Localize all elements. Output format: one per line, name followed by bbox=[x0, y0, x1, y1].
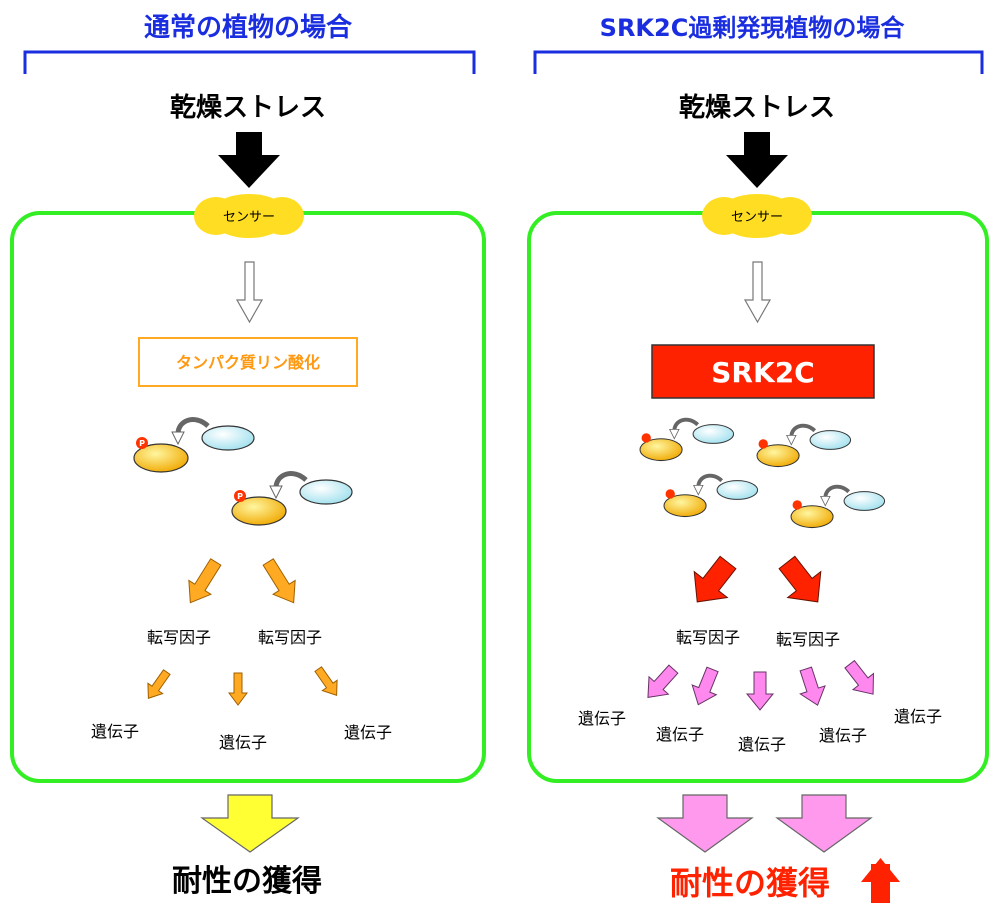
right-red-arrow-1 bbox=[693, 555, 737, 603]
protein-pair bbox=[639, 417, 735, 462]
left-orange-arrow-1 bbox=[188, 558, 222, 604]
left-gene-arrow-2 bbox=[228, 672, 248, 706]
phospho-mark: P bbox=[237, 492, 243, 501]
right-gene-arrow-2 bbox=[691, 666, 719, 706]
right-tf-2: 転写因子 bbox=[776, 630, 840, 649]
left-gene-1: 遺伝子 bbox=[91, 722, 139, 741]
right-process-box bbox=[651, 344, 875, 399]
left-phosphorylation-group: P P bbox=[133, 417, 353, 526]
right-phosphorylation-group bbox=[639, 417, 886, 529]
left-stress-arrow bbox=[218, 132, 280, 188]
left-gene-2: 遺伝子 bbox=[219, 733, 267, 752]
left-process-box bbox=[138, 337, 358, 387]
right-red-arrow-2 bbox=[778, 555, 822, 603]
right-tf-1: 転写因子 bbox=[676, 628, 740, 647]
left-heading: 通常の植物の場合 bbox=[144, 12, 353, 43]
left-result-arrow bbox=[200, 794, 300, 853]
protein-pair bbox=[756, 423, 852, 468]
right-stress-arrow bbox=[726, 132, 788, 188]
left-bracket bbox=[23, 50, 476, 74]
left-panel: 通常の植物の場合 乾燥ストレス センサー タンパク質リン酸化 P bbox=[10, 12, 486, 899]
right-gene-arrow-5 bbox=[844, 659, 874, 695]
right-gene-2: 遺伝子 bbox=[656, 725, 704, 744]
left-gene-3: 遺伝子 bbox=[344, 723, 392, 742]
protein-pair: P bbox=[133, 417, 255, 473]
left-signal-arrow bbox=[235, 261, 264, 324]
right-panel: SRK2C過剰発現植物の場合 乾燥ストレス センサー SRK2C bbox=[527, 14, 989, 903]
left-gene-arrow-3 bbox=[314, 666, 338, 696]
left-sensor: センサー bbox=[194, 194, 304, 238]
right-gene-4: 遺伝子 bbox=[819, 726, 867, 745]
left-tf-2: 転写因子 bbox=[258, 628, 322, 647]
left-process-label: タンパク質リン酸化 bbox=[176, 353, 320, 372]
left-orange-arrow-2 bbox=[262, 558, 296, 604]
right-sensor: センサー bbox=[702, 194, 812, 238]
protein-pair: P bbox=[231, 471, 353, 526]
protein-pair bbox=[663, 473, 759, 518]
left-gene-arrow-1 bbox=[147, 669, 171, 699]
right-gene-1: 遺伝子 bbox=[578, 709, 626, 728]
right-signal-arrow bbox=[743, 261, 772, 324]
right-gene-arrow-3 bbox=[745, 671, 775, 711]
right-gene-arrow-1 bbox=[647, 664, 679, 698]
left-tf-1: 転写因子 bbox=[147, 628, 211, 647]
up-arrow-icon bbox=[861, 858, 900, 903]
left-stress-label: 乾燥ストレス bbox=[170, 93, 326, 123]
left-sensor-label: センサー bbox=[223, 210, 275, 225]
right-result: 耐性の獲得 bbox=[670, 864, 830, 902]
right-result-arrow-2 bbox=[775, 794, 873, 853]
protein-pair bbox=[790, 484, 886, 529]
right-sensor-label: センサー bbox=[731, 210, 783, 225]
right-stress-label: 乾燥ストレス bbox=[679, 93, 835, 123]
left-result: 耐性の獲得 bbox=[172, 864, 322, 899]
right-gene-3: 遺伝子 bbox=[738, 735, 786, 754]
right-bracket bbox=[533, 50, 984, 74]
right-gene-arrow-4 bbox=[799, 666, 826, 706]
phospho-mark: P bbox=[139, 439, 145, 448]
right-heading: SRK2C過剰発現植物の場合 bbox=[600, 14, 906, 42]
right-result-arrow-1 bbox=[656, 794, 754, 853]
right-process-label: SRK2C bbox=[711, 356, 814, 389]
right-gene-5: 遺伝子 bbox=[894, 707, 942, 726]
